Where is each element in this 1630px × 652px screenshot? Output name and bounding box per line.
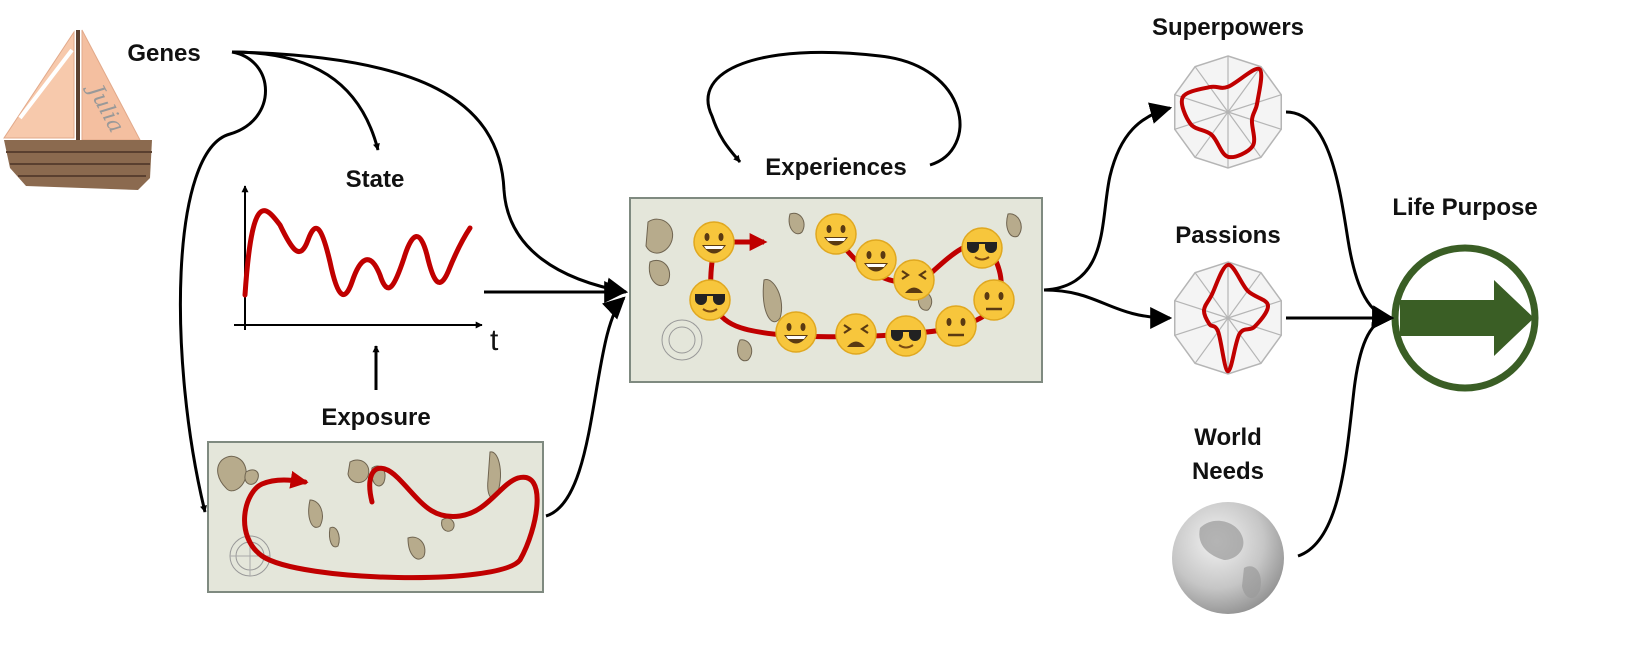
time-axis-label: t xyxy=(490,324,499,357)
grin-face-icon xyxy=(855,239,897,281)
superpowers-label: Superpowers xyxy=(1151,14,1305,41)
passions-label: Passions xyxy=(1175,222,1281,249)
connector-arrows xyxy=(178,50,1395,558)
globe-icon xyxy=(1172,502,1284,614)
genes-to-state-arrow xyxy=(231,50,380,151)
exposure-label: Exposure xyxy=(321,404,431,431)
cool-face-icon xyxy=(689,279,731,321)
genes-to-experiences-arrow xyxy=(231,50,629,300)
grin-face-icon xyxy=(693,221,735,263)
world-needs-label-line2: Needs xyxy=(1191,458,1265,485)
life-purpose-label: Life Purpose xyxy=(1392,194,1538,221)
superpowers-radar xyxy=(1173,55,1283,169)
genes-to-exposure-arrow xyxy=(178,50,267,513)
grin-face-icon xyxy=(775,311,817,353)
experiences-label: Experiences xyxy=(765,154,907,181)
experiences-to-superpowers-arrow xyxy=(1043,102,1173,292)
exposure-map xyxy=(207,441,544,593)
neutral-face-icon xyxy=(973,279,1015,321)
world-needs-to-purpose-arrow xyxy=(1297,307,1395,558)
cool-face-icon xyxy=(961,227,1003,269)
radar-superpowers-shape xyxy=(1179,66,1264,160)
world-needs-label-line1: World xyxy=(1194,424,1262,451)
superpowers-to-purpose-arrow xyxy=(1285,110,1395,328)
experiences-map xyxy=(629,197,1043,383)
state-label: State xyxy=(345,166,405,193)
grin-face-icon xyxy=(815,213,857,255)
arrow-right-circle-icon xyxy=(1391,244,1539,392)
exposure-to-experiences-arrow xyxy=(545,296,626,518)
state-chart xyxy=(234,185,483,330)
passions-radar xyxy=(1173,261,1283,375)
exposure-path xyxy=(242,465,540,581)
experiences-loop-arrow xyxy=(706,50,962,167)
tired-face-icon xyxy=(893,259,935,301)
experiences-to-passions-arrow xyxy=(1043,288,1173,329)
tired-face-icon xyxy=(835,313,877,355)
neutral-face-icon xyxy=(935,305,977,347)
radar-passions-shape xyxy=(1201,262,1270,374)
state-curve xyxy=(242,208,473,298)
genes-label: Genes xyxy=(127,40,201,67)
cool-face-icon xyxy=(885,315,927,357)
